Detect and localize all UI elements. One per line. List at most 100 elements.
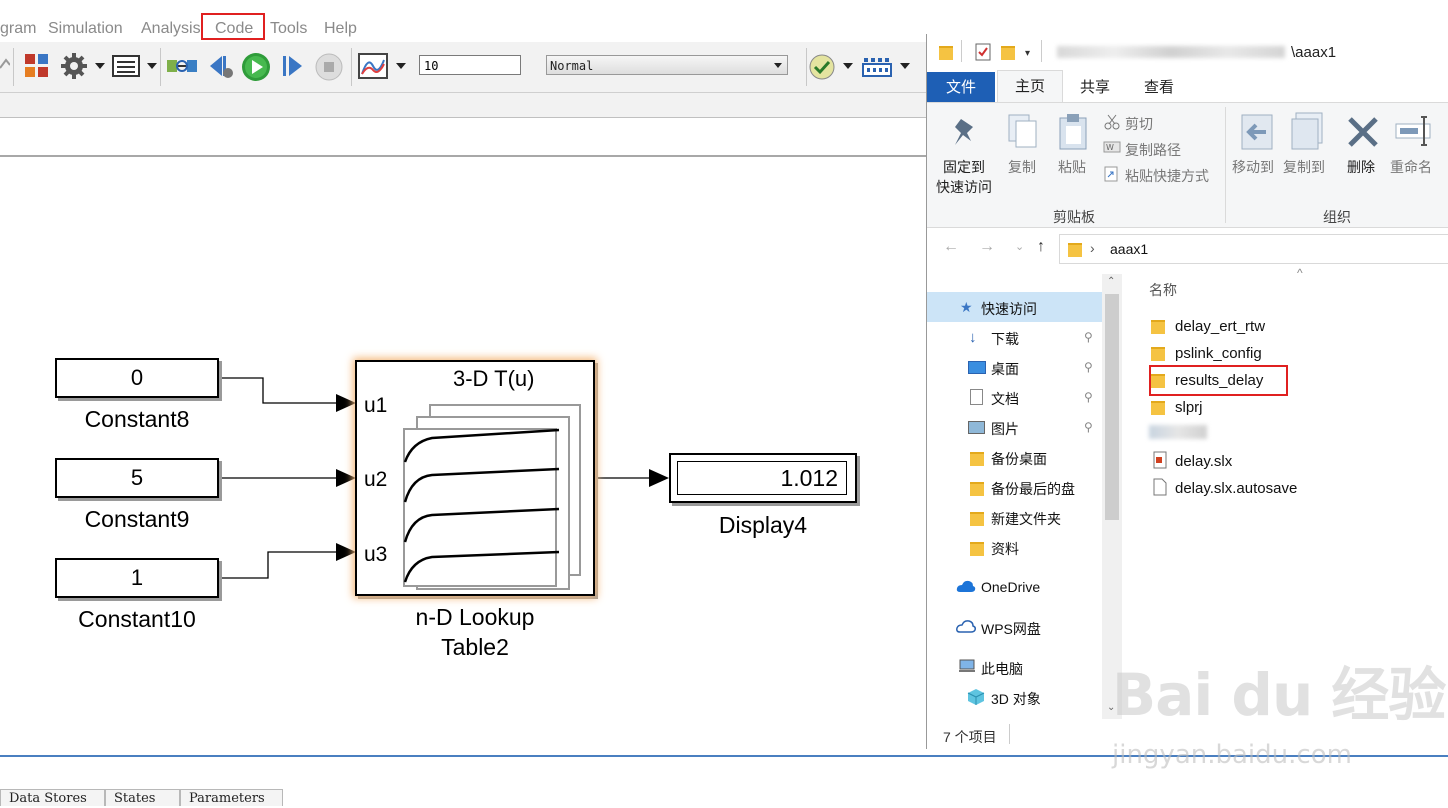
menu-simulation[interactable]: Simulation	[48, 20, 123, 37]
library-browser-icon[interactable]	[23, 52, 51, 82]
breadcrumb-bar	[0, 118, 926, 157]
nav-onedrive[interactable]: OneDrive	[981, 579, 1041, 595]
blurred-file-entry	[1149, 425, 1207, 439]
up-arrow-icon[interactable]	[0, 56, 10, 86]
copy-icon[interactable]	[1007, 113, 1039, 149]
run-icon[interactable]	[240, 52, 272, 82]
chevron-down-icon[interactable]	[147, 63, 157, 69]
tab-parameters[interactable]: Parameters	[180, 789, 283, 806]
file-pslink-config[interactable]: pslink_config	[1175, 345, 1262, 362]
breadcrumb-folder[interactable]: aaax1	[1110, 241, 1149, 257]
nav-scrollbar[interactable]: ⌃ ⌄	[1102, 274, 1122, 719]
menu-analysis[interactable]: Analysis	[141, 20, 201, 37]
status-item-count: 7 个项目	[943, 729, 997, 745]
nav-quick-access[interactable]: 快速访问	[981, 301, 1037, 317]
lookup-table-block[interactable]: 3-D T(u) u1 u2 u3	[355, 360, 595, 596]
chevron-down-icon[interactable]	[900, 63, 910, 69]
step-forward-icon[interactable]	[280, 52, 306, 82]
menu-tools[interactable]: Tools	[270, 20, 308, 37]
scope-icon[interactable]	[358, 52, 388, 82]
stop-icon[interactable]	[314, 52, 344, 82]
pin-icon[interactable]: ⚲	[1084, 360, 1093, 374]
nav-3d-objects[interactable]: 3D 对象	[991, 691, 1041, 707]
gear-icon[interactable]	[60, 52, 88, 82]
pin-label-line2[interactable]: 快速访问	[936, 179, 992, 195]
file-slprj[interactable]: slprj	[1175, 399, 1203, 416]
tab-states[interactable]: States	[105, 789, 180, 806]
pin-icon[interactable]: ⚲	[1084, 420, 1093, 434]
nav-desktop[interactable]: 桌面	[991, 361, 1019, 377]
model-explorer-icon[interactable]	[112, 52, 140, 82]
tab-share[interactable]: 共享	[1079, 79, 1110, 96]
nav-pictures[interactable]: 图片	[991, 421, 1019, 437]
up-arrow-icon[interactable]: ↑	[1037, 238, 1045, 255]
menu-help[interactable]: Help	[324, 20, 357, 37]
chevron-down-icon[interactable]	[396, 63, 406, 69]
pin-icon[interactable]: ⚲	[1084, 330, 1093, 344]
display4-block[interactable]: 1.012	[669, 453, 857, 503]
update-diagram-icon[interactable]	[166, 52, 198, 82]
tab-home[interactable]: 主页	[997, 70, 1063, 105]
stop-time-input[interactable]: 10	[419, 55, 521, 75]
nav-new-folder[interactable]: 新建文件夹	[991, 511, 1061, 527]
step-back-icon[interactable]	[206, 52, 236, 82]
copy-label[interactable]: 复制	[1008, 159, 1036, 175]
customize-icon[interactable]: ▾	[1025, 48, 1031, 59]
back-arrow-icon[interactable]: ←	[943, 238, 959, 255]
scroll-down-icon[interactable]: ⌄	[1107, 702, 1116, 713]
sort-ascending-icon[interactable]: ^	[1297, 266, 1303, 280]
file-delay-slx-autosave[interactable]: delay.slx.autosave	[1175, 480, 1298, 497]
properties-icon[interactable]	[975, 43, 991, 61]
chevron-down-icon[interactable]	[843, 63, 853, 69]
cut-icon[interactable]	[1104, 114, 1120, 130]
cut-label[interactable]: 剪切	[1125, 116, 1153, 132]
menu-bar: gram Simulation Analysis Code Tools Help	[0, 0, 926, 42]
copy-to-icon[interactable]	[1290, 111, 1324, 151]
pin-label-line1[interactable]: 固定到	[943, 159, 985, 175]
column-header-name[interactable]: 名称	[1149, 282, 1177, 298]
recent-chevron-icon[interactable]: ⌄	[1015, 241, 1025, 253]
delete-icon[interactable]	[1346, 115, 1380, 149]
nav-this-pc[interactable]: 此电脑	[981, 661, 1023, 677]
paste-shortcut-icon[interactable]	[1104, 166, 1118, 182]
paste-shortcut-label[interactable]: 粘贴快捷方式	[1125, 168, 1209, 184]
menu-code[interactable]: Code	[215, 20, 254, 37]
constant9-block[interactable]: 5	[55, 458, 219, 498]
file-delay-ert-rtw[interactable]: delay_ert_rtw	[1175, 318, 1266, 335]
check-icon[interactable]	[808, 53, 836, 83]
move-to-icon[interactable]	[1240, 113, 1274, 151]
move-to-label[interactable]: 移动到	[1232, 159, 1274, 175]
scroll-up-icon[interactable]: ⌃	[1107, 276, 1116, 287]
copy-to-label[interactable]: 复制到	[1283, 159, 1325, 175]
nav-scrollbar-thumb[interactable]	[1105, 294, 1119, 520]
nav-backup-desktop[interactable]: 备份桌面	[991, 451, 1047, 467]
rename-label[interactable]: 重命名	[1390, 159, 1432, 175]
nav-materials[interactable]: 资料	[991, 541, 1019, 557]
tab-data-stores[interactable]: Data Stores	[0, 789, 105, 806]
tab-view[interactable]: 查看	[1143, 79, 1174, 96]
nav-backup-last-disk[interactable]: 备份最后的盘	[991, 481, 1075, 497]
build-icon[interactable]	[862, 52, 892, 82]
file-results-delay[interactable]: results_delay	[1175, 372, 1264, 389]
menu-diagram[interactable]: gram	[0, 20, 37, 37]
rename-icon[interactable]	[1394, 115, 1434, 147]
file-delay-slx[interactable]: delay.slx	[1175, 453, 1233, 470]
forward-arrow-icon[interactable]: →	[979, 238, 995, 255]
copy-path-icon[interactable]: W	[1103, 141, 1121, 153]
delete-label[interactable]: 删除	[1347, 159, 1375, 175]
simulation-mode-select[interactable]: Normal	[546, 55, 788, 75]
nav-documents[interactable]: 文档	[991, 391, 1019, 407]
copy-path-label[interactable]: 复制路径	[1125, 142, 1181, 158]
chevron-down-icon[interactable]	[95, 63, 105, 69]
new-folder-icon[interactable]	[1001, 46, 1015, 60]
constant8-block[interactable]: 0	[55, 358, 219, 398]
folder-icon	[970, 542, 984, 556]
constant10-block[interactable]: 1	[55, 558, 219, 598]
pin-icon[interactable]	[951, 117, 981, 149]
nav-wps-drive[interactable]: WPS网盘	[981, 621, 1041, 637]
nav-downloads[interactable]: 下载	[991, 331, 1019, 347]
paste-icon[interactable]	[1057, 113, 1089, 151]
paste-label[interactable]: 粘贴	[1058, 159, 1086, 175]
pin-icon[interactable]: ⚲	[1084, 390, 1093, 404]
tab-file[interactable]: 文件	[927, 72, 995, 104]
